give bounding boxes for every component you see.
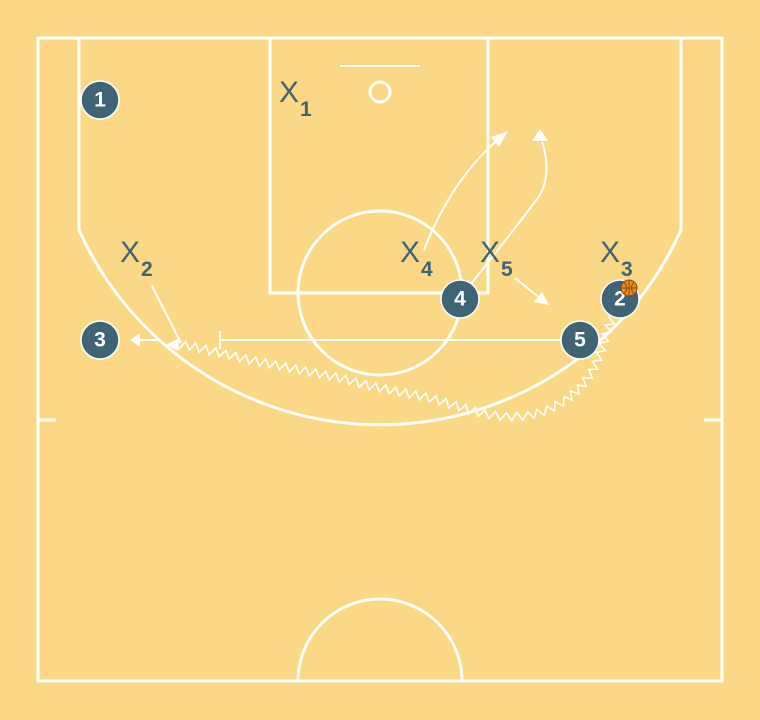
offense-player-1: 1	[80, 80, 120, 120]
defender-3-symbol: X	[600, 236, 620, 269]
defender-5-number: 5	[501, 258, 513, 281]
player-marker	[80, 320, 120, 360]
center-circle	[296, 597, 464, 682]
player-marker	[80, 80, 120, 120]
defender-1-number: 1	[300, 98, 312, 121]
player-marker	[560, 320, 600, 360]
defense-players: X1 X2 X3 X4 X5	[120, 76, 633, 281]
player-number: 2	[614, 288, 626, 311]
player-number: 1	[94, 89, 106, 112]
defender-3: X3	[600, 236, 633, 281]
cut-path-x2	[151, 285, 182, 344]
defender-2: X2	[120, 236, 153, 281]
defender-4: X4	[400, 236, 433, 281]
arrowhead-x5-step	[534, 292, 549, 305]
cut-path-player-4	[423, 135, 503, 251]
arrowhead-player-5-cut	[532, 129, 548, 141]
court-lines	[36, 36, 724, 683]
free-throw-lane	[268, 36, 490, 295]
offense-player-3: 3	[80, 320, 120, 360]
basketball-icon	[620, 279, 638, 297]
arrowhead-player-3-cut	[130, 333, 140, 347]
offense-player-4: 4	[440, 279, 480, 319]
player-number: 3	[94, 329, 106, 352]
defender-1: X1	[279, 76, 312, 121]
defender-5-symbol: X	[480, 236, 500, 269]
basket-rim	[368, 80, 392, 104]
defender-2-symbol: X	[120, 236, 140, 269]
dribble-path-player-2	[174, 316, 616, 423]
arrowhead-dribble	[166, 338, 179, 351]
player-number: 5	[574, 329, 586, 352]
play-movements	[130, 129, 616, 423]
defender-4-symbol: X	[400, 236, 420, 269]
cut-path-x5-step	[514, 277, 542, 300]
defender-5: X5	[480, 236, 513, 281]
cut-path-player-5	[465, 141, 548, 291]
defender-1-symbol: X	[279, 76, 299, 109]
player-marker	[440, 279, 480, 319]
offense-player-5: 5	[560, 320, 600, 360]
defender-3-number: 3	[621, 258, 633, 281]
arrowhead-player-4-cut	[491, 131, 508, 147]
player-number: 4	[454, 288, 466, 311]
defender-2-number: 2	[141, 258, 153, 281]
defender-4-number: 4	[421, 258, 433, 281]
